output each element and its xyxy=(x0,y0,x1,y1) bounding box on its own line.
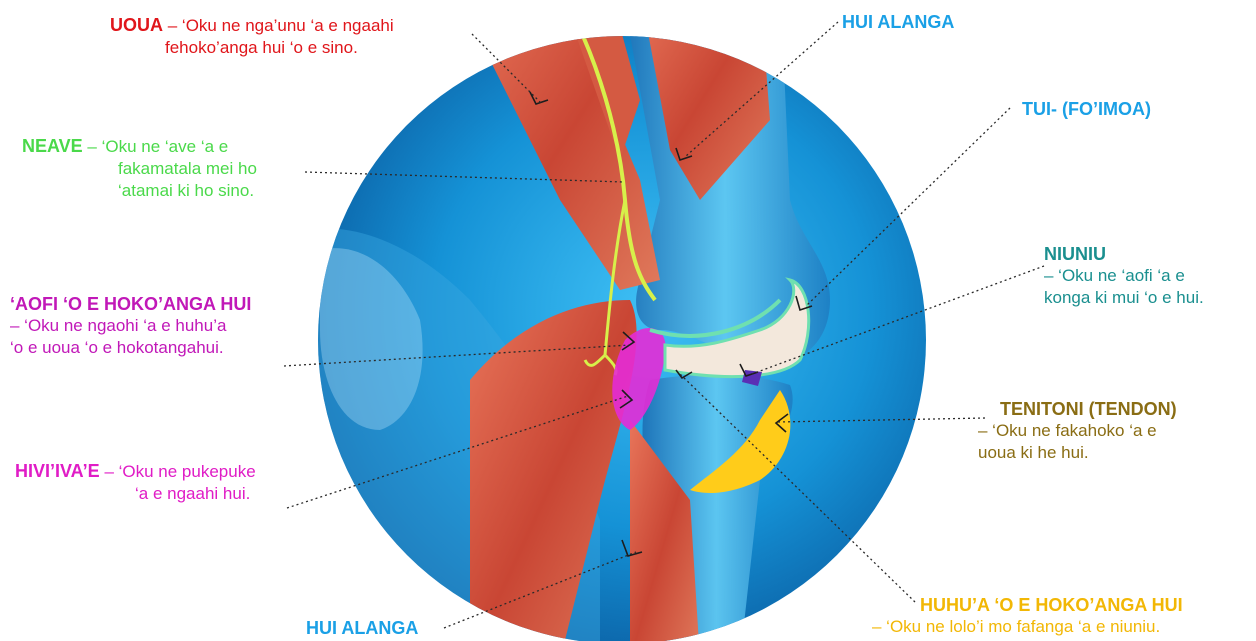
label-niuniu-desc-line1: – ‘Oku ne ‘aofi ‘a e xyxy=(1020,265,1204,287)
label-aofi-desc-line1: – ‘Oku ne ngaohi ‘a e huhu’a xyxy=(10,315,251,337)
label-huhua-desc-line1: – ‘Oku ne lolo’i mo fafanga ‘a e niuniu. xyxy=(872,616,1183,638)
label-tenitoni-desc-line1: – ‘Oku ne fakahoko ‘a e xyxy=(978,420,1177,442)
label-hiviiva: HIVI’IVA’E – ‘Oku ne pukepuke ‘a e ngaah… xyxy=(15,460,256,505)
label-huhua: HUHU’A ‘O E HOKO’ANGA HUI – ‘Oku ne lolo… xyxy=(872,594,1183,638)
label-uoua: UOUA – ‘Oku ne nga’unu ‘a e ngaahi fehok… xyxy=(110,14,394,59)
label-aofi-title: ‘AOFI ‘O E HOKO’ANGA HUI xyxy=(10,293,251,315)
label-tenitoni-desc-line2: uoua ki he hui. xyxy=(978,442,1177,464)
label-tui: TUI- (FO’IMOA) xyxy=(1022,98,1151,121)
label-hiviiva-title: HIVI’IVA’E xyxy=(15,461,100,481)
label-tenitoni: TENITONI (TENDON) – ‘Oku ne fakahoko ‘a … xyxy=(978,398,1177,464)
label-tenitoni-title: TENITONI (TENDON) xyxy=(978,398,1177,420)
label-hui-alanga-bottom: HUI ALANGA xyxy=(306,617,418,640)
label-aofi-desc-line2: ‘o e uoua ‘o e hokotangahui. xyxy=(10,337,251,359)
label-uoua-desc-line1: – ‘Oku ne nga’unu ‘a e ngaahi xyxy=(168,16,394,35)
label-niuniu: NIUNIU – ‘Oku ne ‘aofi ‘a e konga ki mui… xyxy=(1020,243,1204,309)
label-aofi: ‘AOFI ‘O E HOKO’ANGA HUI – ‘Oku ne ngaoh… xyxy=(10,293,251,359)
label-hui-alanga-top-title: HUI ALANGA xyxy=(842,12,954,32)
label-niuniu-title: NIUNIU xyxy=(1020,243,1204,265)
label-neave-desc-line3: ‘atamai ki ho sino. xyxy=(22,180,257,202)
label-tui-title: TUI- (FO’IMOA) xyxy=(1022,99,1151,119)
label-niuniu-desc-line2: konga ki mui ‘o e hui. xyxy=(1020,287,1204,309)
label-neave-desc-line2: fakamatala mei ho xyxy=(22,158,257,180)
label-uoua-desc-line2: fehoko’anga hui ‘o e sino. xyxy=(110,37,394,59)
label-hui-alanga-bottom-title: HUI ALANGA xyxy=(306,618,418,638)
label-huhua-title: HUHU’A ‘O E HOKO’ANGA HUI xyxy=(872,594,1183,616)
label-hiviiva-desc-line1: – ‘Oku ne pukepuke xyxy=(104,462,255,481)
label-hiviiva-desc-line2: ‘a e ngaahi hui. xyxy=(15,483,256,505)
label-neave-desc-line1: – ‘Oku ne ‘ave ‘a e xyxy=(87,137,228,156)
label-neave-title: NEAVE xyxy=(22,136,83,156)
label-neave: NEAVE – ‘Oku ne ‘ave ‘a e fakamatala mei… xyxy=(22,135,257,202)
label-uoua-title: UOUA xyxy=(110,15,163,35)
label-hui-alanga-top: HUI ALANGA xyxy=(842,11,954,34)
